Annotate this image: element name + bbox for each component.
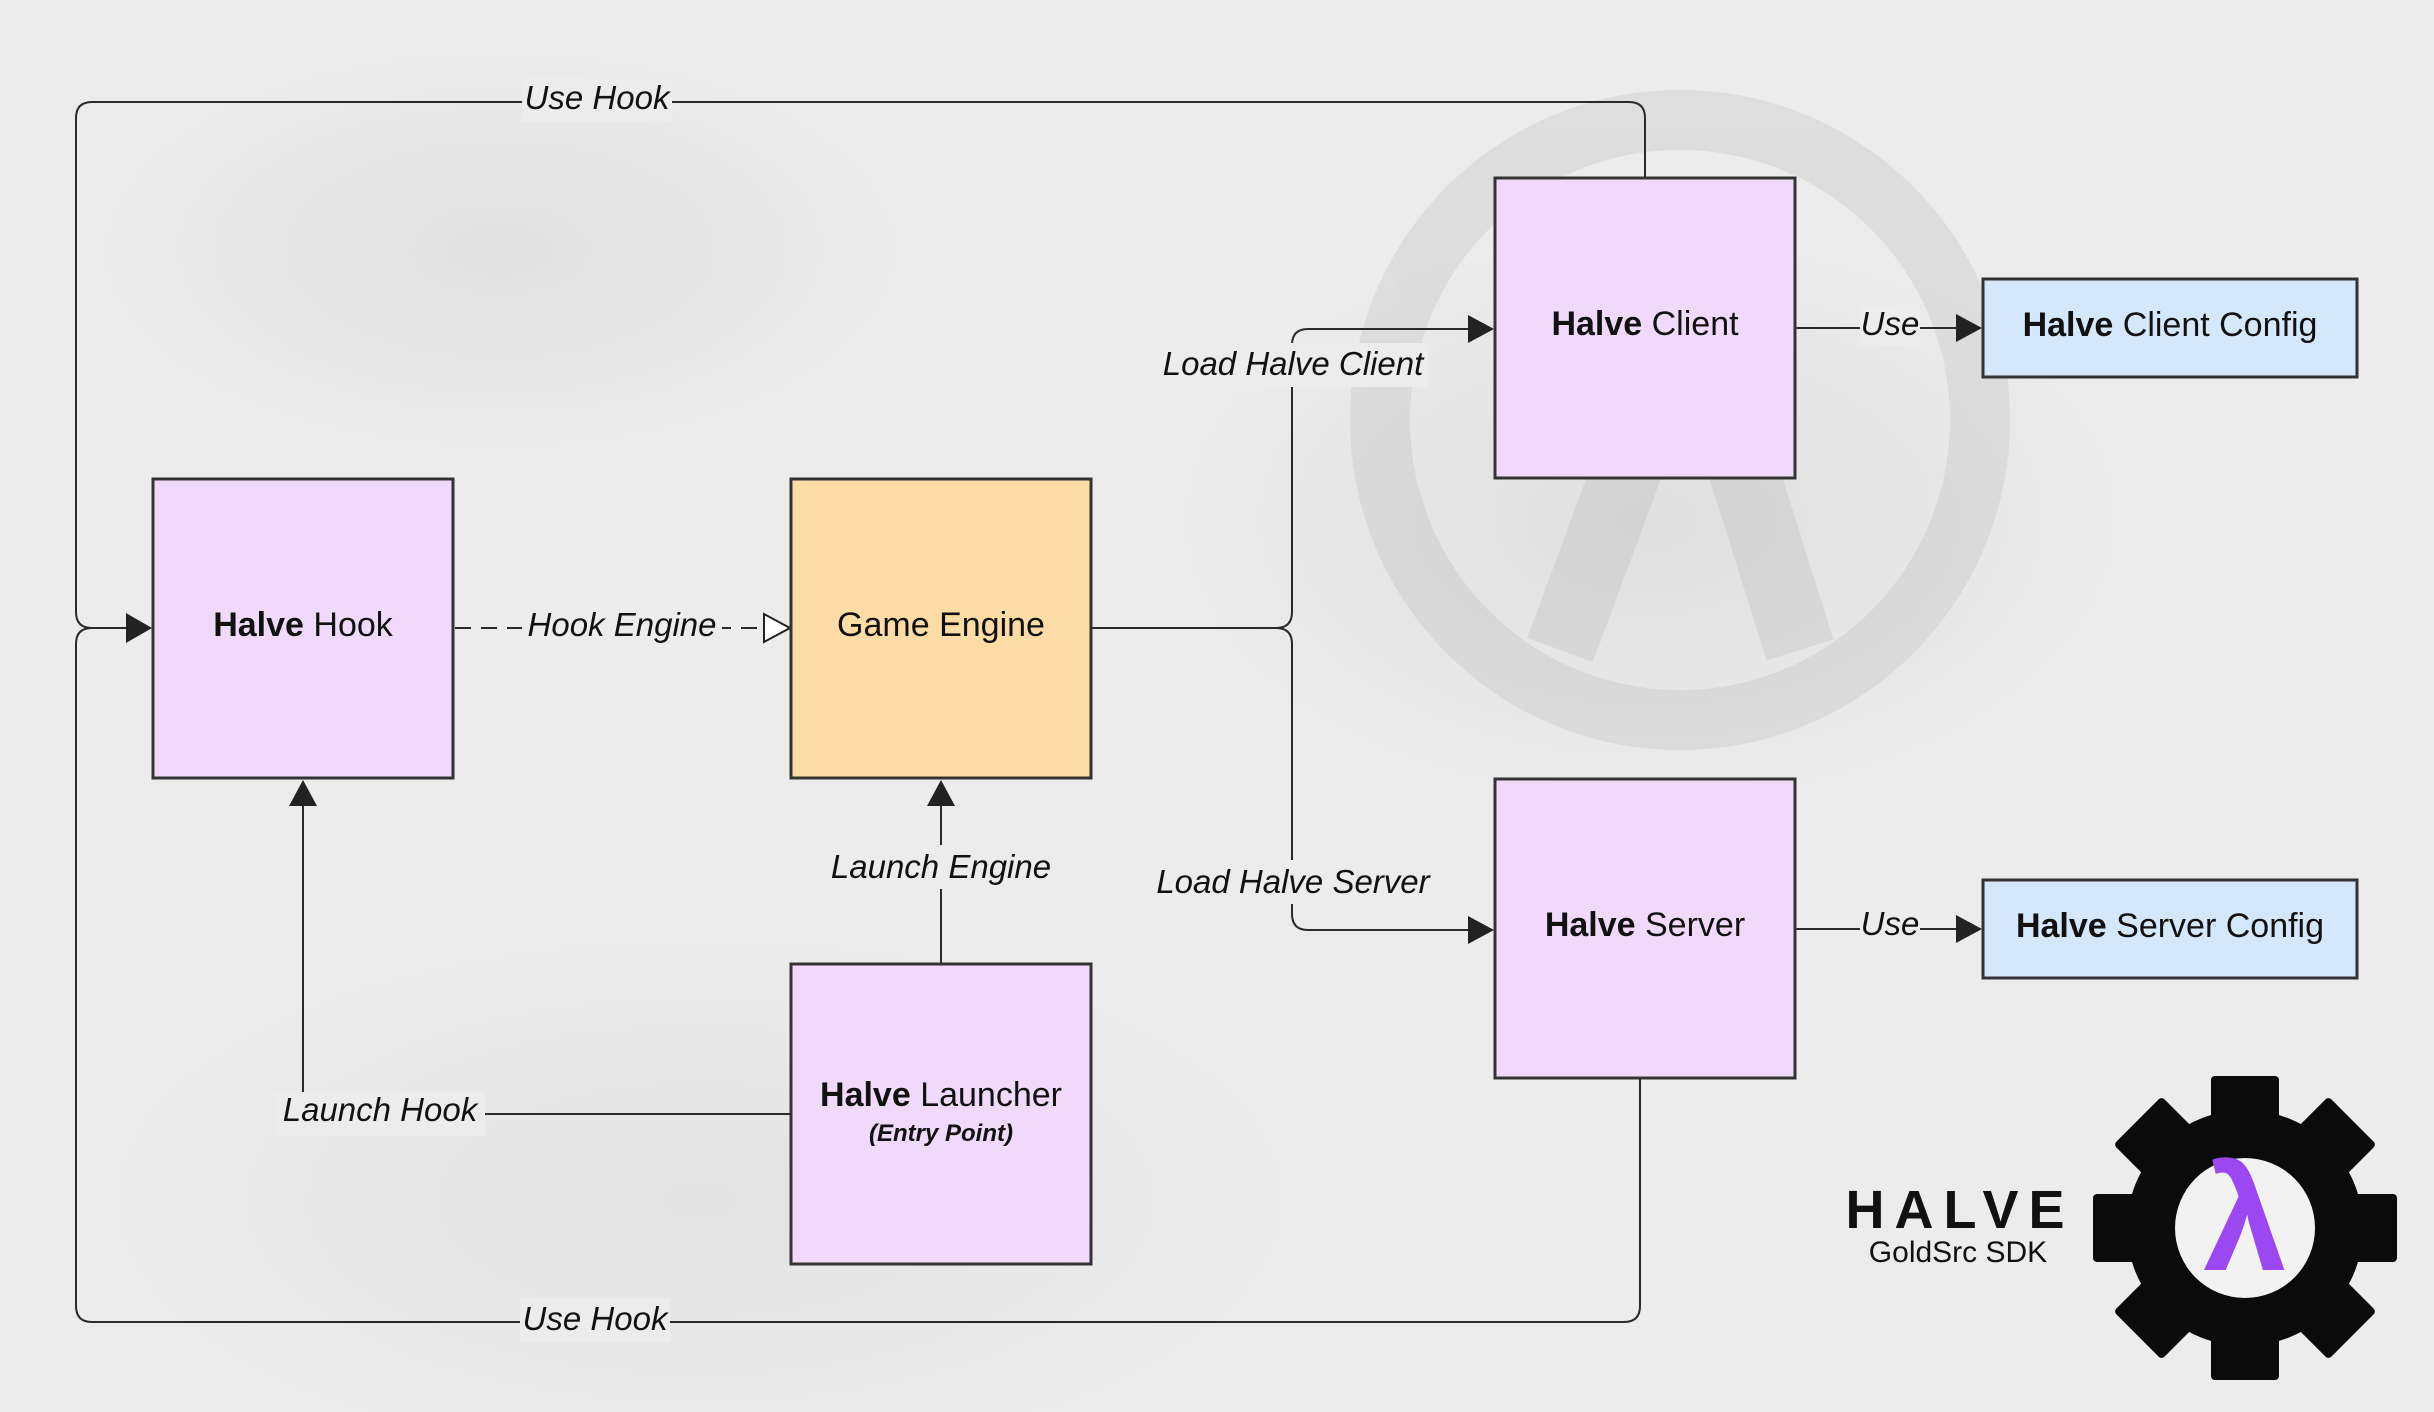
arrowhead-into-engine-bottom bbox=[927, 780, 955, 806]
edge-load-server bbox=[1275, 627, 1476, 931]
halve-logo: HALVE GoldSrc SDK λ bbox=[1845, 1076, 2397, 1380]
edge-use-hook-top bbox=[75, 101, 1646, 629]
node-halve-server-label: Halve Server bbox=[1545, 906, 1745, 944]
edge-label-load-client-group: Load Halve Client bbox=[1158, 343, 1428, 387]
edge-label-use-hook-bottom-group: Use Hook bbox=[520, 1298, 670, 1342]
node-halve-client[interactable]: Halve Client bbox=[1493, 176, 1797, 480]
node-halve-launcher-sublabel: (Entry Point) bbox=[869, 1120, 1013, 1147]
arrowhead-into-client bbox=[1468, 315, 1494, 343]
edge-label-launch-hook: Launch Hook bbox=[283, 1091, 479, 1128]
edge-label-use-server-group: Use bbox=[1860, 905, 1920, 946]
edge-label-load-server: Load Halve Server bbox=[1156, 863, 1431, 900]
edge-label-load-server-group: Load Halve Server bbox=[1150, 860, 1436, 904]
gear-icon bbox=[2093, 1076, 2397, 1380]
edge-label-launch-engine-group: Launch Engine bbox=[825, 845, 1057, 889]
edge-label-use-hook-bottom: Use Hook bbox=[523, 1300, 669, 1337]
arrowhead-into-server bbox=[1468, 916, 1494, 944]
arrowhead-into-client-config bbox=[1956, 314, 1982, 342]
node-halve-server[interactable]: Halve Server bbox=[1493, 777, 1797, 1080]
arrowhead-into-server-config bbox=[1956, 915, 1982, 943]
edge-label-launch-engine: Launch Engine bbox=[831, 848, 1051, 885]
node-halve-client-config[interactable]: Halve Client Config bbox=[1981, 277, 2359, 379]
node-halve-server-config[interactable]: Halve Server Config bbox=[1981, 878, 2359, 980]
node-halve-server-config-label: Halve Server Config bbox=[2016, 907, 2324, 945]
edge-label-launch-hook-group: Launch Hook bbox=[275, 1091, 485, 1136]
node-halve-launcher-label: Halve Launcher bbox=[820, 1076, 1062, 1114]
edge-label-use-client: Use bbox=[1861, 305, 1920, 342]
arrowhead-into-hook bbox=[126, 613, 152, 643]
edge-label-hook-engine-group: Hook Engine bbox=[522, 606, 722, 650]
node-halve-hook[interactable]: Halve Hook bbox=[151, 477, 455, 780]
node-halve-client-config-label: Halve Client Config bbox=[2023, 306, 2318, 344]
edge-label-use-hook-top-group: Use Hook bbox=[522, 78, 672, 122]
edge-label-use-client-group: Use bbox=[1860, 305, 1920, 346]
edge-launch-hook bbox=[302, 800, 791, 1115]
node-game-engine-label: Game Engine bbox=[837, 606, 1045, 644]
edge-label-hook-engine: Hook Engine bbox=[528, 606, 717, 643]
lambda-icon: λ bbox=[2203, 1134, 2286, 1302]
edge-use-hook-bottom bbox=[75, 627, 1641, 1323]
logo-title: HALVE bbox=[1845, 1180, 2074, 1240]
node-game-engine[interactable]: Game Engine bbox=[789, 477, 1093, 780]
edge-label-use-hook-top: Use Hook bbox=[525, 79, 671, 116]
logo-subtitle: GoldSrc SDK bbox=[1869, 1236, 2047, 1269]
edge-label-load-client: Load Halve Client bbox=[1163, 345, 1425, 382]
node-halve-hook-label: Halve Hook bbox=[213, 606, 394, 644]
node-halve-client-label: Halve Client bbox=[1551, 305, 1739, 343]
arrowhead-into-hook-bottom bbox=[289, 780, 317, 806]
hollow-arrowhead-into-engine bbox=[763, 612, 793, 644]
node-halve-launcher[interactable]: Halve Launcher (Entry Point) bbox=[789, 962, 1093, 1266]
edge-label-use-server: Use bbox=[1861, 905, 1920, 942]
